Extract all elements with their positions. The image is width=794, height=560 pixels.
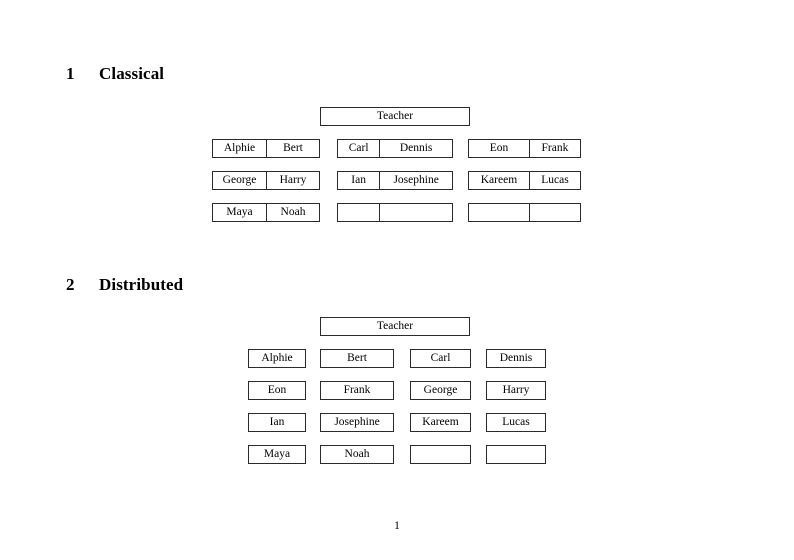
student-cell[interactable]: Harry (265, 172, 319, 189)
student-cell[interactable]: Kareem (480, 174, 518, 186)
student-pair-box-empty[interactable] (468, 203, 581, 222)
student-cell[interactable]: Josephine (379, 172, 452, 189)
section-title: Classical (99, 64, 165, 83)
student-cell[interactable]: Eon (489, 142, 509, 154)
section-number: 2 (66, 275, 75, 294)
student-box[interactable]: Frank (320, 381, 394, 400)
student-box[interactable]: Ian (248, 413, 306, 432)
student-box[interactable]: Eon (248, 381, 306, 400)
teacher-box-classical[interactable]: Teacher (320, 107, 470, 126)
student-box[interactable]: Lucas (486, 413, 546, 432)
student-box[interactable]: Carl (410, 349, 471, 368)
section-heading-classical: 1 Classical (66, 64, 164, 84)
student-cell[interactable]: Dennis (379, 140, 452, 157)
student-cell-empty[interactable] (469, 204, 529, 221)
student-cell[interactable]: Lucas (528, 172, 580, 189)
student-box-empty[interactable] (486, 445, 546, 464)
student-pair-box[interactable]: Maya Noah (212, 203, 320, 222)
student-box[interactable]: Kareem (410, 413, 471, 432)
section-heading-distributed: 2 Distributed (66, 275, 183, 295)
student-box[interactable]: Noah (320, 445, 394, 464)
section-number: 1 (66, 64, 75, 83)
student-box[interactable]: Alphie (248, 349, 306, 368)
student-box[interactable]: Harry (486, 381, 546, 400)
student-cell[interactable]: George (222, 174, 257, 186)
student-cell[interactable]: Alphie (223, 142, 256, 154)
student-box[interactable]: Maya (248, 445, 306, 464)
student-box[interactable]: Dennis (486, 349, 546, 368)
student-cell-empty[interactable] (338, 204, 379, 221)
student-cell[interactable]: Ian (351, 174, 366, 186)
student-pair-box[interactable]: Kareem Lucas (468, 171, 581, 190)
student-box[interactable]: Josephine (320, 413, 394, 432)
student-cell[interactable]: Maya (226, 206, 253, 218)
student-pair-box[interactable]: Alphie Bert (212, 139, 320, 158)
student-box[interactable]: Bert (320, 349, 394, 368)
student-box[interactable]: George (410, 381, 471, 400)
student-pair-box-empty[interactable] (337, 203, 453, 222)
student-pair-box[interactable]: Ian Josephine (337, 171, 453, 190)
student-box-empty[interactable] (410, 445, 471, 464)
student-pair-box[interactable]: Eon Frank (468, 139, 581, 158)
student-cell[interactable]: Frank (528, 140, 580, 157)
student-pair-box[interactable]: George Harry (212, 171, 320, 190)
student-cell-empty[interactable] (528, 204, 580, 221)
teacher-box-distributed[interactable]: Teacher (320, 317, 470, 336)
student-cell[interactable]: Carl (348, 142, 369, 154)
student-cell-empty[interactable] (379, 204, 452, 221)
student-cell[interactable]: Bert (265, 140, 319, 157)
student-pair-box[interactable]: Carl Dennis (337, 139, 453, 158)
page-number: 1 (394, 520, 400, 532)
section-title: Distributed (99, 275, 184, 294)
student-cell[interactable]: Noah (265, 204, 319, 221)
